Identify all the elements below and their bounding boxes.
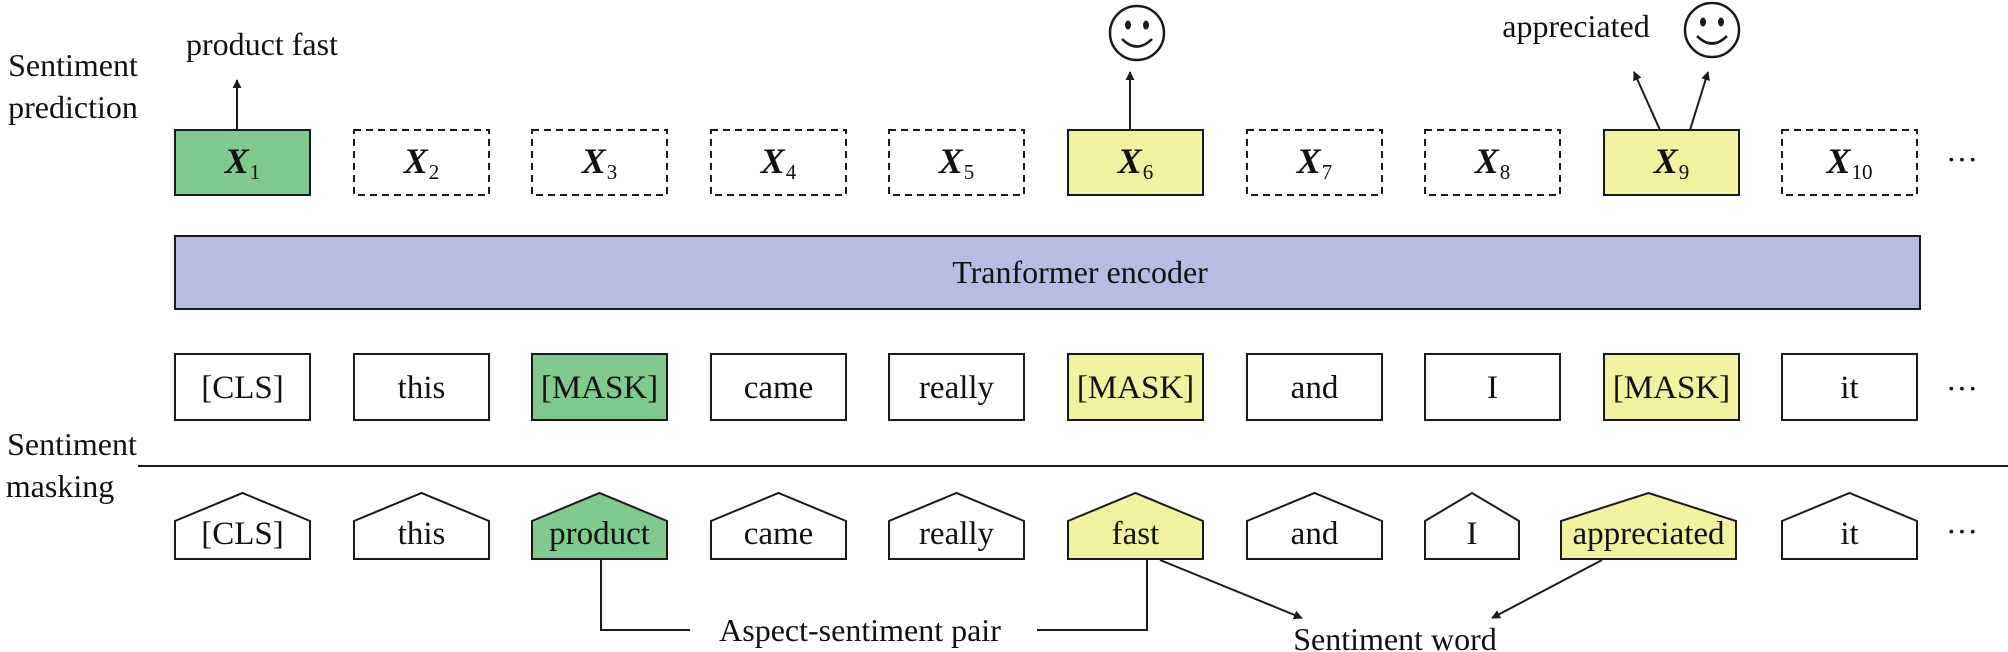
- output-token-label: X3: [581, 141, 618, 184]
- aspect-sentiment-bracket-right: [1037, 560, 1148, 631]
- original-token-shape: [1424, 491, 1520, 560]
- original-token-shape: [174, 491, 311, 560]
- output-token-label: X10: [1825, 141, 1872, 184]
- original-token-shape: [1067, 491, 1204, 560]
- sentiment-masking-label-line2: masking: [6, 468, 114, 504]
- masked-token-label: [MASK]: [1077, 370, 1194, 406]
- original-token-label: [CLS]: [201, 516, 284, 552]
- masked-token-box: [353, 353, 490, 421]
- masked-token-box: [174, 353, 311, 421]
- ellipsis-output: ···: [1946, 141, 1978, 177]
- output-token-box: [174, 129, 311, 196]
- output-token-box: [1246, 129, 1383, 196]
- aspect-sentiment-pair-label: Aspect-sentiment pair: [719, 612, 1001, 648]
- original-token-label: came: [744, 516, 814, 552]
- masked-token-box: [1603, 353, 1740, 421]
- output-token-box: [888, 129, 1025, 196]
- output-token-label: X4: [760, 141, 797, 184]
- output-token-box: [353, 129, 490, 196]
- masked-token-label: it: [1840, 370, 1858, 406]
- arrow-x9-output-right: [1689, 71, 1710, 131]
- original-token-label: really: [919, 516, 995, 552]
- original-token-label: fast: [1112, 516, 1160, 552]
- original-token-label: product: [549, 516, 650, 552]
- original-token-shape: [353, 491, 490, 560]
- masked-token-box: [1781, 353, 1918, 421]
- output-token-box: [1424, 129, 1561, 196]
- sentiment-prediction-label-line1: Sentiment: [8, 47, 138, 83]
- output-token-label: X9: [1653, 141, 1690, 184]
- masked-token-label: and: [1291, 370, 1339, 406]
- output-row: X1 X2 X3 X4 X5 X6 X7 X8 X9 X10: [174, 129, 1918, 196]
- masked-token-label: [MASK]: [541, 370, 658, 406]
- output-token-box: [1603, 129, 1740, 196]
- masked-token-box: [1424, 353, 1561, 421]
- ellipsis-masked: ···: [1946, 370, 1978, 406]
- masked-token-box: [1246, 353, 1383, 421]
- aspect-sentiment-bracket-left: [600, 560, 690, 631]
- masked-token-box: [710, 353, 847, 421]
- original-token-label: it: [1840, 516, 1858, 552]
- masked-token-label: this: [398, 370, 446, 406]
- transformer-encoder-box: [174, 235, 1921, 310]
- masked-token-label: [CLS]: [201, 370, 284, 406]
- masked-token-label: came: [744, 370, 814, 406]
- original-token-shape: [710, 491, 847, 560]
- arrow-fast-to-sentiment-word: [1159, 559, 1303, 620]
- original-token-label: I: [1467, 516, 1478, 552]
- original-token-shape: [888, 491, 1025, 560]
- output-token-label: X6: [1117, 141, 1154, 184]
- arrow-appreciated-to-sentiment-word: [1491, 559, 1603, 619]
- masked-token-box: [1067, 353, 1204, 421]
- output-label-x1: product fast: [186, 26, 338, 62]
- original-token-label: this: [398, 516, 446, 552]
- transformer-encoder-label: Tranformer encoder: [952, 254, 1208, 290]
- output-token-label: X5: [938, 141, 975, 184]
- masked-token-label: I: [1487, 370, 1498, 406]
- original-token-shape: [1246, 491, 1383, 560]
- masked-token-box: [531, 353, 668, 421]
- smiley-icon: [1108, 4, 1166, 62]
- sentiment-word-label: Sentiment word: [1293, 621, 1497, 652]
- sentiment-masking-label-line1: Sentiment: [7, 426, 137, 462]
- arrow-x9-output-left: [1633, 71, 1661, 131]
- original-token-shape: [1781, 491, 1918, 560]
- ellipsis-original: ···: [1946, 513, 1978, 549]
- output-token-box: [710, 129, 847, 196]
- output-token-box: [531, 129, 668, 196]
- output-label-x9: appreciated: [1502, 8, 1649, 44]
- original-token-label: appreciated: [1572, 516, 1725, 552]
- output-token-box: [1781, 129, 1918, 196]
- original-token-label: and: [1291, 516, 1339, 552]
- output-token-label: X8: [1474, 141, 1511, 184]
- original-token-shape: [1560, 491, 1737, 560]
- masked-token-label: [MASK]: [1613, 370, 1730, 406]
- sentiment-prediction-label-line2: prediction: [8, 89, 138, 125]
- smiley-icon: [1683, 1, 1741, 59]
- output-token-label: X1: [224, 141, 261, 184]
- masked-token-box: [888, 353, 1025, 421]
- output-token-box: [1067, 129, 1204, 196]
- output-token-label: X2: [403, 141, 440, 184]
- original-token-shape: [531, 491, 668, 560]
- masked-input-row: [CLS] this [MASK] came really [MASK] and I [MASK…: [174, 353, 1918, 421]
- output-token-label: X7: [1296, 141, 1333, 184]
- masked-token-label: really: [919, 370, 995, 406]
